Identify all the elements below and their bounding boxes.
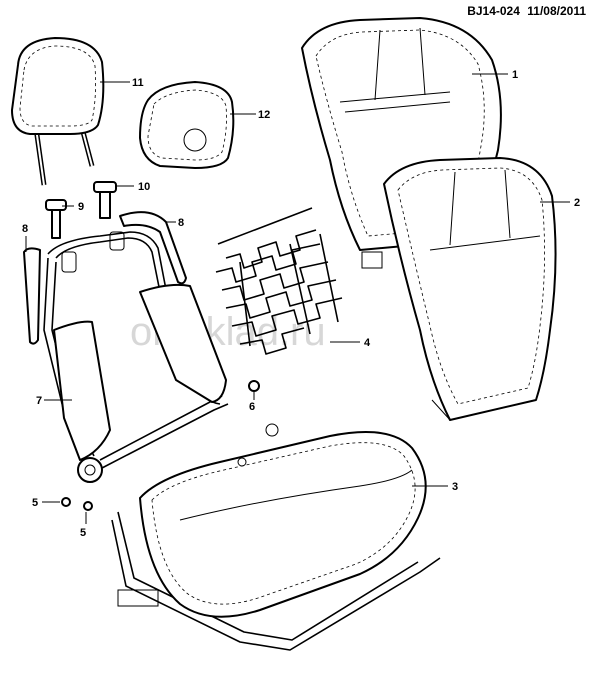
diagram-date: 11/08/2011 (527, 4, 586, 18)
callout-9: 9 (78, 201, 84, 213)
seat-cushion-part-3[interactable] (111, 423, 441, 651)
callout-8-right: 8 (178, 217, 184, 229)
callout-7: 7 (36, 395, 42, 407)
headrest-part-11[interactable] (11, 37, 105, 186)
seatback-cover-part-2[interactable] (383, 157, 557, 421)
fastener-part-6[interactable] (248, 380, 260, 392)
side-trim-part-8-right[interactable] (119, 211, 187, 285)
screw-part-5-lower[interactable] (83, 501, 93, 511)
callout-4: 4 (364, 337, 371, 349)
callout-2: 2 (574, 197, 580, 209)
callout-5-upper: 5 (32, 497, 38, 509)
bolt-part-9[interactable] (45, 199, 67, 239)
side-trim-part-8-left[interactable] (23, 247, 41, 345)
callout-3: 3 (452, 481, 458, 493)
seatback-frame-part-7[interactable] (43, 231, 229, 483)
callout-8-left: 8 (22, 223, 28, 235)
diagram-header: BJ14-024 11/08/2011 (467, 4, 586, 18)
diagram-code: BJ14-024 (467, 4, 520, 18)
callout-10: 10 (138, 181, 150, 193)
screw-part-5-upper[interactable] (61, 497, 71, 507)
callout-12: 12 (258, 109, 270, 121)
spring-mat-part-4[interactable] (215, 207, 343, 355)
guide-part-10[interactable] (93, 181, 117, 219)
callout-1: 1 (512, 69, 518, 81)
callout-11: 11 (132, 77, 144, 89)
leader-lines (25, 73, 570, 524)
callout-6: 6 (249, 401, 255, 413)
callout-5-lower: 5 (80, 527, 86, 539)
headrest-cover-part-12[interactable] (139, 81, 235, 169)
